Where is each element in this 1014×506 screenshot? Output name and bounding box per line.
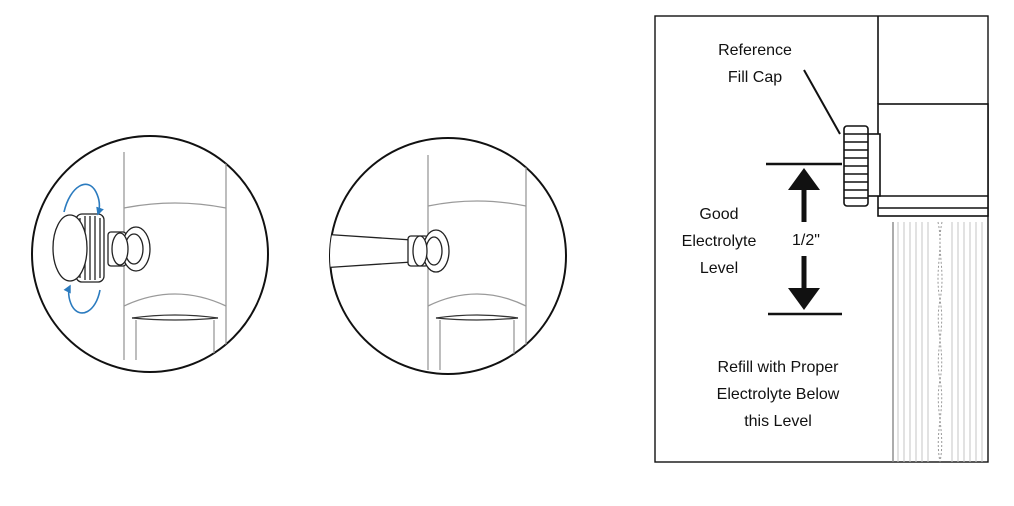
good-label-line1: Good (699, 206, 738, 223)
measurement-arrow (788, 168, 820, 310)
good-label-line2: Electrolyte (682, 233, 757, 250)
cap-removal-illustration (31, 135, 269, 373)
refill-label-line2: Electrolyte Below (717, 386, 840, 403)
reference-label-line2: Fill Cap (728, 69, 782, 86)
reference-leader-line (803, 69, 841, 135)
reference-label-line1: Reference (718, 42, 792, 59)
rotation-arrow-top (63, 183, 104, 216)
measurement-label: 1/2" (792, 232, 820, 249)
good-label-line3: Level (700, 260, 738, 277)
reference-fill-cap (843, 125, 881, 207)
refill-label-line1: Refill with Proper (718, 359, 840, 376)
refill-label-line3: this Level (744, 413, 812, 430)
probe-insertion-illustration (329, 137, 567, 375)
rotation-arrow-bottom (63, 284, 101, 314)
electrolyte-level-panel: Reference Fill Cap Good Electrolyte Leve… (654, 15, 989, 463)
